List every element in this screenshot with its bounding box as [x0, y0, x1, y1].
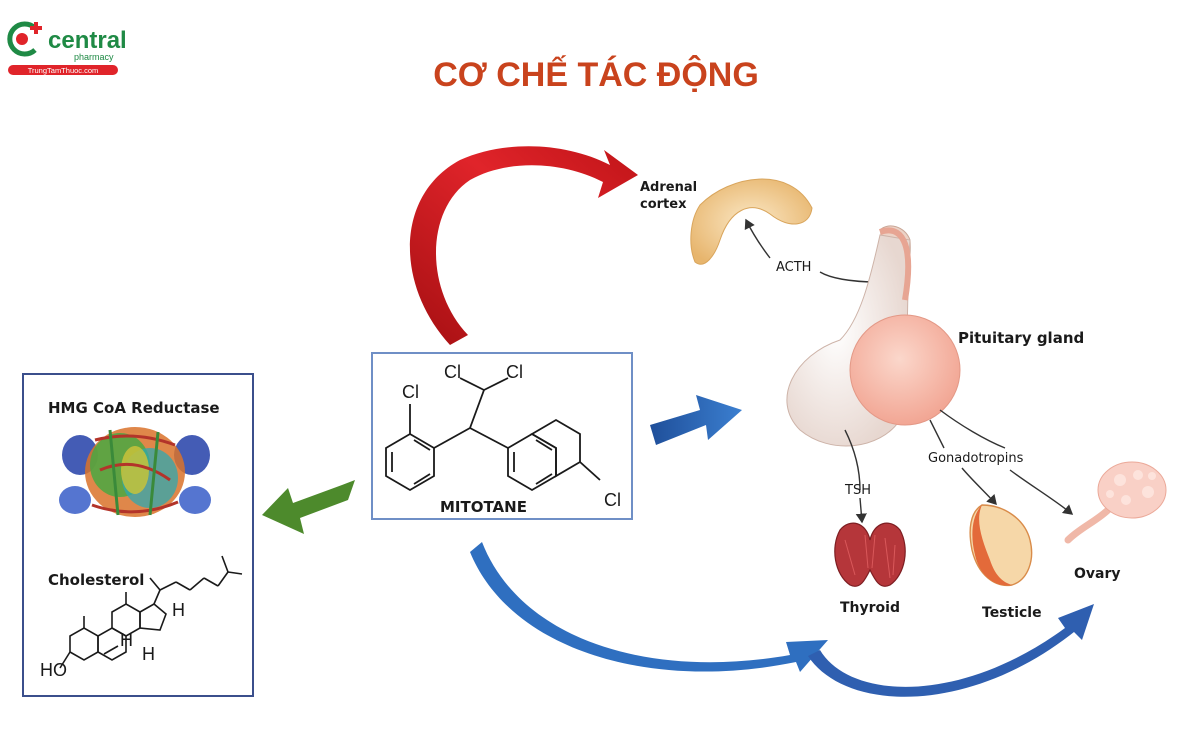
ovary-label: Ovary [1074, 566, 1121, 582]
drug-name: MITOTANE [440, 498, 527, 516]
arrow-to-adrenal [409, 146, 638, 345]
ovary-icon [1064, 461, 1167, 544]
arrow-to-left-panel [262, 480, 355, 534]
cl-atom-1: Cl [402, 382, 419, 402]
brand-url-bar [8, 65, 118, 75]
adrenal-label-line2: cortex [640, 197, 687, 212]
h-label-2: H [142, 644, 155, 664]
testicle-icon [969, 504, 1033, 587]
brand-logo[interactable]: central pharmacy TrungTamThuoc.com [7, 21, 127, 75]
pituitary-label: Pituitary gland [958, 329, 1084, 347]
mitotane-structure [385, 377, 601, 492]
acth-label: ACTH [776, 260, 811, 275]
arrow-to-gonads [470, 542, 1094, 697]
tsh-arrow [855, 497, 867, 524]
cholesterol-structure [59, 555, 243, 669]
brand-name: central [48, 27, 127, 54]
brand-subtitle: pharmacy [74, 52, 114, 62]
tsh-line [844, 429, 861, 491]
h-label-1: H [120, 630, 133, 650]
acth-arrow [744, 218, 771, 259]
cl-atom-2: Cl [444, 362, 461, 382]
testicle-label: Testicle [982, 605, 1042, 621]
gonad-arrow-ovary [1009, 469, 1074, 515]
thyroid-label: Thyroid [840, 600, 900, 616]
gonad-arrow-testicle [961, 467, 997, 506]
cholesterol-label: Cholesterol [48, 571, 144, 589]
enzyme-label: HMG CoA Reductase [48, 399, 220, 417]
gonadotropins-label: Gonadotropins [928, 451, 1024, 466]
adrenal-label-line1: Adrenal [640, 180, 697, 195]
arrow-to-pituitary [650, 395, 742, 445]
protein-structure-icon [59, 427, 211, 517]
ho-label: HO [40, 660, 67, 680]
cl-atom-4: Cl [604, 490, 621, 510]
tsh-label: TSH [844, 483, 871, 498]
brand-website: TrungTamThuoc.com [28, 66, 99, 75]
gonad-line-b [939, 409, 1006, 449]
adrenal-gland-icon [690, 178, 813, 265]
cl-atom-3: Cl [506, 362, 523, 382]
h-label-3: H [172, 600, 185, 620]
left-panel: HMG CoA Reductase Cholesterol [22, 373, 254, 697]
pituitary-gland-icon [786, 225, 961, 447]
thyroid-icon [834, 522, 906, 587]
gonad-line-a [929, 419, 945, 449]
cross-logo-icon [7, 21, 42, 57]
page-title: CƠ CHẾ TÁC ĐỘNG [433, 55, 759, 94]
mitotane-panel: Cl Cl Cl Cl MITOTANE [371, 352, 633, 520]
